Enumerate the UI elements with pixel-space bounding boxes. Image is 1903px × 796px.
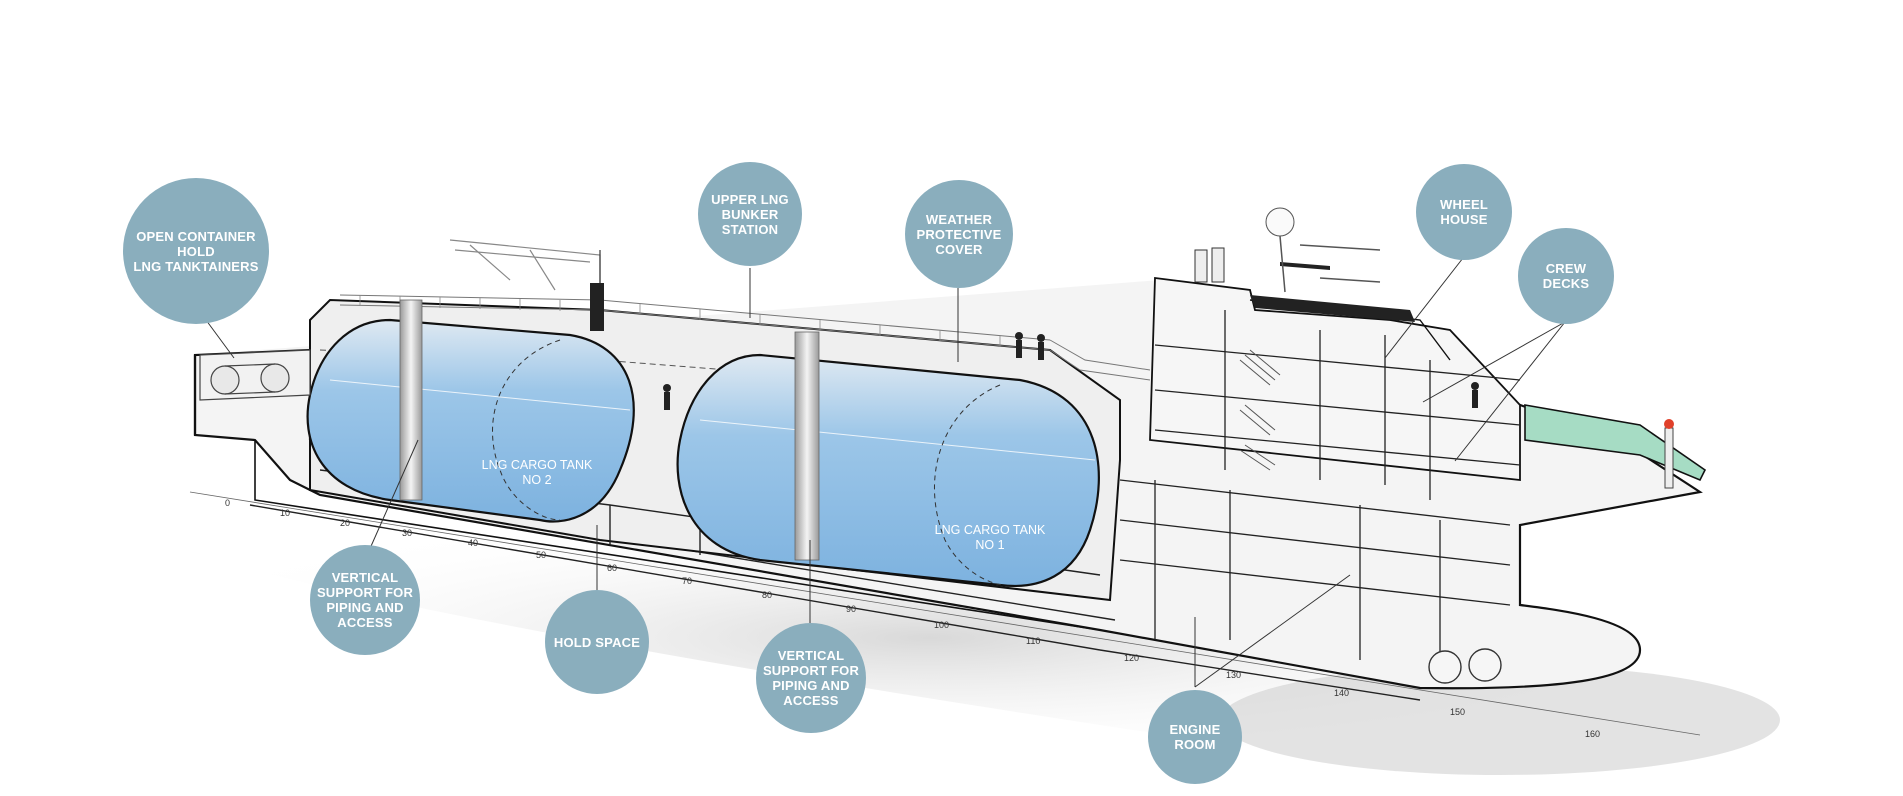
callout-vertical-support-fwd: VERTICAL SUPPORT FOR PIPING AND ACCESS (756, 623, 866, 733)
frame-number: 30 (402, 528, 413, 538)
callout-engine-room: ENGINE ROOM (1148, 690, 1242, 784)
callout-wheel-house: WHEEL HOUSE (1416, 164, 1512, 260)
callout-label: OPEN CONTAINER HOLD LNG TANKTAINERS (133, 228, 259, 274)
callout-label: WEATHER PROTECTIVE COVER (916, 211, 1002, 257)
ground-shadow (80, 505, 1780, 775)
mast-equipment (1194, 207, 1415, 322)
frame-number: 60 (607, 563, 618, 573)
frame-number: 130 (1226, 670, 1242, 680)
lng-cargo-tank-2 (306, 318, 635, 523)
callout-open-container-hold: OPEN CONTAINER HOLD LNG TANKTAINERS (123, 178, 269, 324)
frame-number: 150 (1450, 707, 1466, 717)
vent-stack (590, 283, 604, 331)
deck-levels (1119, 310, 1521, 670)
frame-number: 90 (846, 604, 857, 614)
tank-2-label: LNG CARGO TANK NO 2 (481, 458, 593, 487)
callout-label: CREW DECKS (1542, 261, 1590, 291)
crew-figures (663, 332, 1479, 410)
frame-number: 120 (1124, 653, 1140, 663)
frame-number: 10 (280, 508, 291, 518)
vertical-support-pillar-fwd (794, 331, 820, 561)
frame-number: 100 (934, 620, 950, 630)
callout-upper-bunker-station: UPPER LNG BUNKER STATION (698, 162, 802, 266)
frame-number: 160 (1585, 729, 1601, 739)
callout-label: VERTICAL SUPPORT FOR PIPING AND ACCESS (316, 570, 414, 630)
leader-lines (205, 257, 1566, 688)
stairs (1239, 349, 1281, 471)
frame-number: 0 (225, 498, 231, 508)
frame-number: 140 (1334, 688, 1350, 698)
callout-label: VERTICAL SUPPORT FOR PIPING AND ACCESS (762, 648, 860, 708)
frame-number: 50 (536, 550, 547, 560)
aft-container-hold (199, 349, 311, 401)
callout-weather-protective-cover: WEATHER PROTECTIVE COVER (905, 180, 1013, 288)
bow-light (1664, 419, 1674, 429)
bow-accent (1524, 404, 1707, 482)
propellers (1428, 648, 1502, 684)
vertical-support-pillar-aft (399, 299, 423, 501)
frame-number: 110 (1026, 636, 1041, 646)
callout-label: ENGINE ROOM (1169, 722, 1221, 752)
callout-hold-space: HOLD SPACE (545, 590, 649, 694)
bow-mast (1664, 427, 1674, 489)
callout-label: UPPER LNG BUNKER STATION (711, 191, 789, 237)
frame-number: 70 (682, 576, 693, 586)
callout-crew-decks: CREW DECKS (1518, 228, 1614, 324)
callout-label: HOLD SPACE (553, 634, 641, 650)
lng-cargo-tank-1 (676, 353, 1100, 587)
callout-label: WHEEL HOUSE (1440, 197, 1488, 227)
frame-number: 80 (762, 590, 773, 600)
frame-number: 40 (468, 538, 479, 548)
frame-ruler (189, 491, 1701, 736)
frame-number: 20 (340, 518, 351, 528)
callout-vertical-support-aft: VERTICAL SUPPORT FOR PIPING AND ACCESS (310, 545, 420, 655)
deck-crane (449, 239, 601, 300)
tank-1-label: LNG CARGO TANK NO 1 (934, 523, 1046, 552)
